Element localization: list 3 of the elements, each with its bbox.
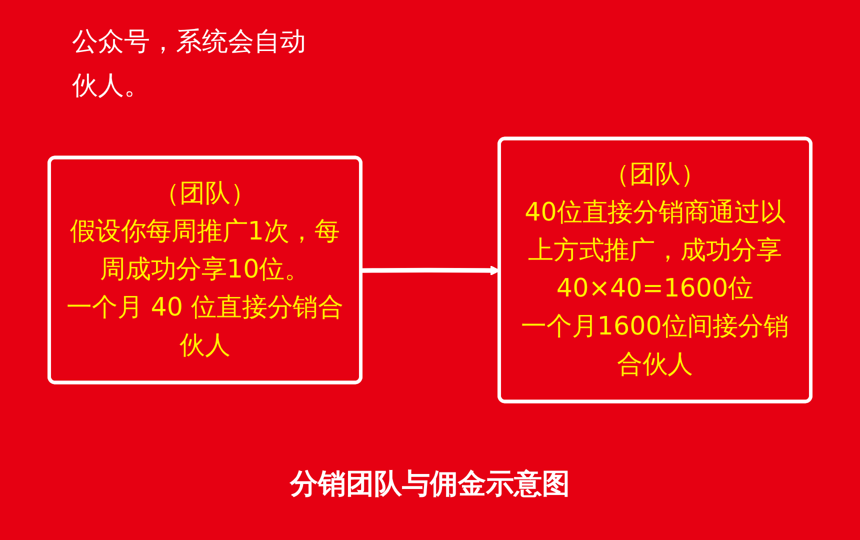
intro-text: 公众号，系统会自动	[72, 26, 306, 59]
intro-text: 伙人。	[72, 70, 150, 103]
section-heading: 分销团队与佣金示意图	[290, 467, 570, 500]
